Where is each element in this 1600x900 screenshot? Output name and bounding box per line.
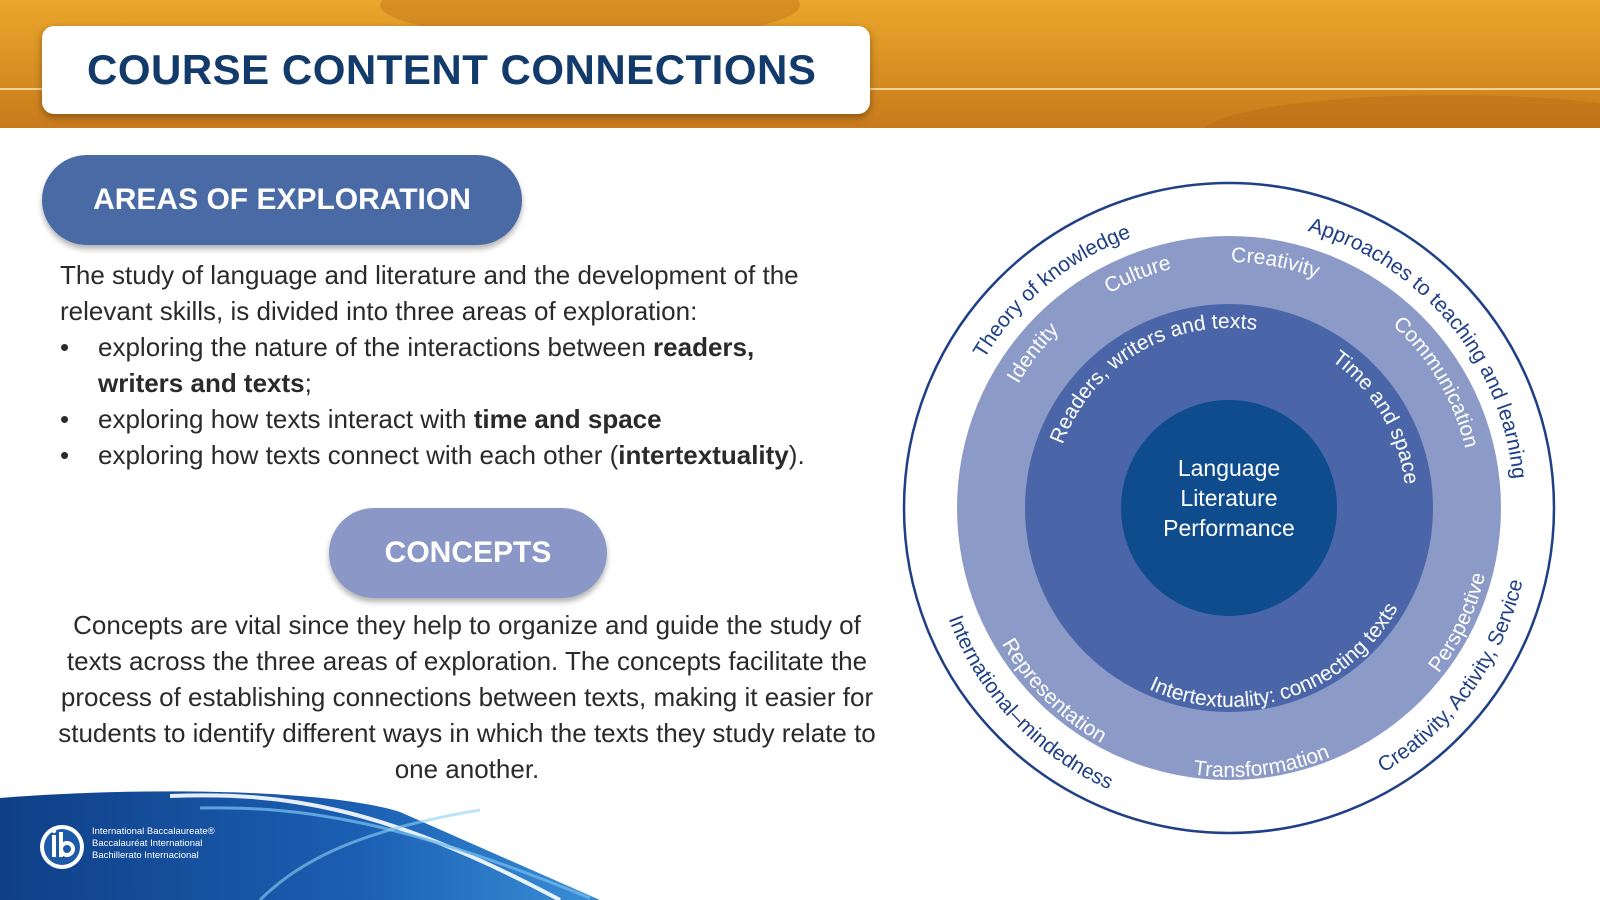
logo-line: Baccalauréat International	[92, 838, 203, 849]
concepts-heading: CONCEPTS	[329, 508, 607, 598]
bullet-text: exploring the nature of the interactions…	[98, 332, 654, 362]
bullet-bold-text: readers, writers and texts	[98, 332, 755, 398]
list-item: • exploring the nature of the interactio…	[60, 329, 840, 401]
center-label: Language	[1178, 455, 1280, 481]
banner-decoration	[1200, 95, 1600, 128]
bullet-bold-text: intertextuality	[618, 440, 789, 470]
page-title: COURSE CONTENT CONNECTIONS	[87, 46, 817, 93]
ib-logo-text: International Baccalaureate® Baccalauréa…	[92, 826, 215, 862]
bullet-icon: •	[60, 404, 70, 434]
areas-list: • exploring the nature of the interactio…	[60, 329, 840, 473]
areas-of-exploration-heading: AREAS OF EXPLORATION	[42, 155, 522, 245]
center-label: Performance	[1163, 515, 1295, 541]
bullet-text: exploring how texts interact with	[98, 404, 474, 434]
center-label: Literature	[1180, 485, 1277, 511]
list-item: • exploring how texts connect with each …	[60, 437, 840, 473]
logo-line: International Baccalaureate®	[92, 826, 215, 837]
bullet-bold-text: time and space	[473, 404, 662, 434]
bullet-text: ;	[304, 368, 312, 398]
intro-text: The study of language and literature and…	[60, 260, 799, 326]
logo-line: Bachillerato Internacional	[92, 850, 199, 861]
list-item: • exploring how texts interact with time…	[60, 401, 840, 437]
bullet-icon: •	[60, 332, 70, 362]
ib-logo-icon	[40, 825, 84, 869]
course-model-diagram: Theory of knowledge Approaches to teachi…	[902, 181, 1556, 835]
bullet-icon: •	[60, 440, 70, 470]
bullet-text: ).	[788, 440, 805, 470]
bullet-text: exploring how texts connect with each ot…	[98, 440, 619, 470]
center-circle	[1121, 400, 1337, 616]
title-box: COURSE CONTENT CONNECTIONS	[42, 26, 870, 114]
footer-wave	[0, 791, 600, 900]
concepts-text: Concepts are vital since they help to or…	[58, 610, 876, 784]
